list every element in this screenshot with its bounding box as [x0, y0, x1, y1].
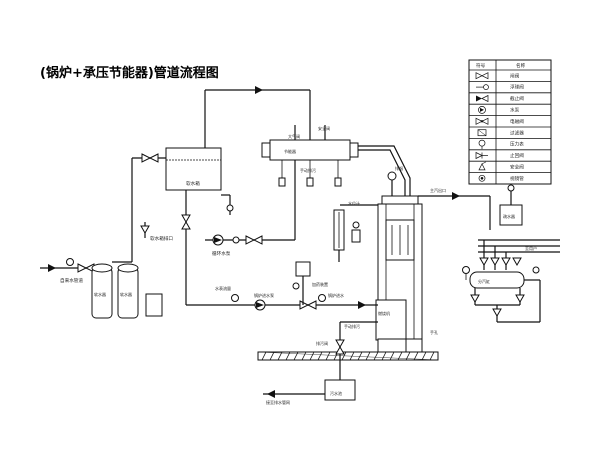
water-meter-label: 水位计	[348, 200, 360, 206]
gate-valve-icon	[475, 72, 489, 80]
dosing-device: 加药装置	[292, 261, 328, 305]
main-steam-label: 主汽出口	[430, 187, 446, 193]
pump-icon	[478, 106, 486, 114]
soft-water-tank: 软水箱	[165, 147, 222, 191]
sight-glass-icon	[478, 174, 486, 182]
to-users-label: 至用户	[525, 245, 537, 251]
feed-water-line: 水表流量 锅炉进水泵 锅炉进水	[185, 285, 378, 311]
float-valve-icon	[476, 84, 489, 90]
dosing-label: 加药装置	[312, 281, 328, 287]
legend-item-label: 止回阀	[510, 152, 524, 159]
hand-hole-label: 手孔	[430, 329, 438, 335]
sewer-label: 接至排水管网	[266, 399, 290, 405]
make-up-pump-label: 循环水泵	[212, 250, 231, 257]
safety-valve-label: 安全阀	[318, 125, 330, 131]
right-tank-label: 疏水器	[503, 213, 515, 219]
steam-distribution: 疏水器 至用户 分汽缸	[462, 184, 560, 323]
page-title: (锅炉+承压节能器)管道流程图	[40, 66, 219, 81]
tank-outlet-line	[181, 190, 234, 300]
heat-exchanger: 大气阀 安全阀 节能器 手动排污	[261, 125, 359, 187]
circulation-pump: 循环水泵	[205, 160, 296, 257]
ball-valve-icon	[475, 117, 489, 125]
hand-valve-label: 手动排污	[300, 167, 316, 173]
check-valve-icon	[476, 94, 489, 103]
manual-drain-label: 手动排污	[344, 323, 360, 329]
blowdown-line: 手动排污 排污阀	[316, 321, 378, 390]
legend-item-label: 闸阀	[510, 72, 520, 79]
top-return-line	[204, 86, 311, 148]
boiler-inlet-label: 锅炉进水	[328, 292, 344, 298]
drain-pit-label: 污水池	[330, 390, 342, 396]
legend-item-label: 截止阀	[510, 95, 524, 102]
ground-floor	[257, 351, 439, 361]
drain-label: 软水箱排口	[150, 235, 173, 242]
soft-water-tank-label: 软水箱	[186, 180, 200, 187]
legend-item-label: 浮球阀	[510, 84, 524, 91]
boiler: 燃烧机 主汽出口 手孔	[375, 171, 470, 353]
city-water-label: 自来水管道	[60, 277, 83, 284]
water-level-column: 水位计	[333, 200, 378, 262]
legend-header-symbol: 符号	[476, 62, 486, 69]
air-vent-label: 大气阀	[288, 133, 300, 139]
safety-valve-icon	[478, 161, 487, 171]
softener-2-label: 软水器	[120, 291, 132, 297]
legend-item-label: 视镜管	[510, 175, 524, 182]
meter-label: 水表流量	[215, 285, 231, 291]
drain-pit: 污水池 接至排水管网	[263, 379, 356, 405]
legend-header-name: 名称	[516, 62, 526, 69]
tank-drain: 软水箱排口	[140, 222, 173, 242]
legend-item-label: 水泵	[510, 107, 520, 114]
burner-label: 燃烧机	[378, 310, 390, 316]
filter-icon	[477, 129, 487, 137]
gauge-icon	[478, 139, 486, 150]
heat-exchanger-label: 节能器	[284, 148, 296, 154]
blowdown-label: 排污阀	[316, 340, 328, 346]
flue-duct: 排烟	[358, 145, 411, 200]
softener-1-label: 软水器	[94, 291, 106, 297]
stop-valve-icon	[475, 151, 488, 160]
legend-item-label: 过滤器	[510, 129, 524, 136]
feed-pump-label: 锅炉进水泵	[254, 292, 274, 298]
softener-unit-1: 软水器	[91, 263, 113, 319]
legend-item-label: 安全阀	[510, 164, 524, 171]
softener-unit-2: 软水器	[112, 222, 163, 319]
exhaust-label: 排烟	[395, 165, 403, 171]
sub-cylinder-label: 分汽缸	[478, 278, 490, 284]
float-valve-top	[131, 153, 166, 222]
legend-item-label: 压力表	[510, 141, 524, 148]
legend-item-label: 电磁阀	[510, 118, 524, 125]
